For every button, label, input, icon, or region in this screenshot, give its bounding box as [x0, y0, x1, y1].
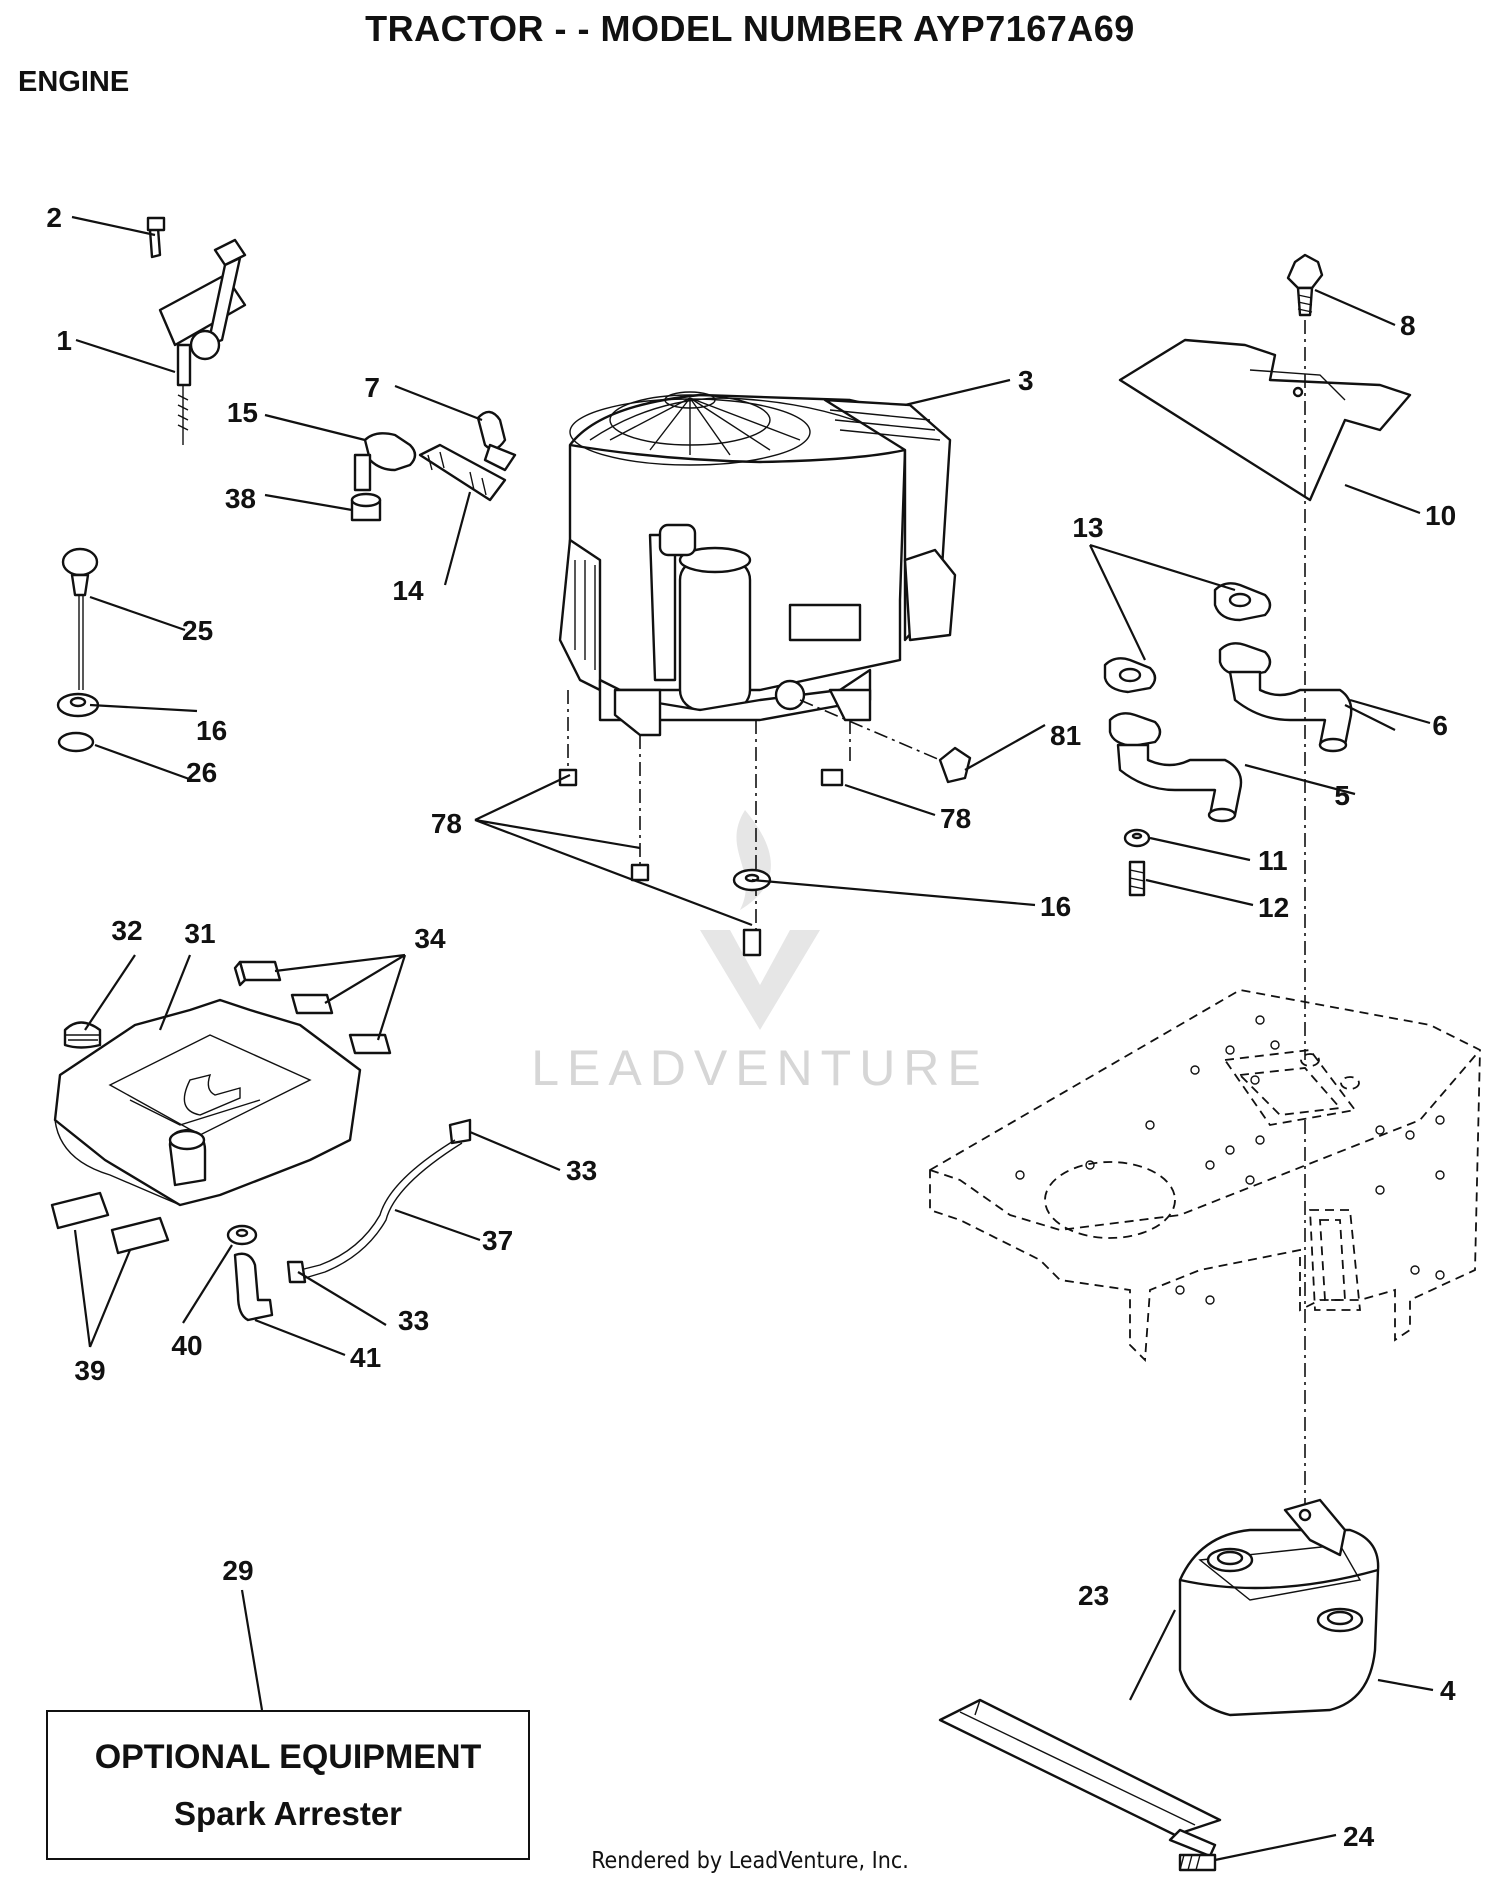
callout-23: 23	[1078, 1580, 1109, 1611]
callout-25: 25	[182, 615, 213, 646]
callout-38: 38	[225, 483, 256, 514]
heat-shield-part	[1118, 253, 1412, 502]
throttle-control-part	[146, 216, 247, 445]
muffler-guard-part	[938, 1698, 1222, 1872]
callout-40: 40	[171, 1330, 202, 1361]
muffler-part	[1178, 1498, 1380, 1717]
watermark: LEADVENTURE	[531, 810, 989, 1096]
callout-numbers: 2 1 3 4 5 6 7 8 10 11 12 13 14 15 16 16 …	[46, 202, 1456, 1852]
callout-15: 15	[227, 397, 258, 428]
callout-1: 1	[56, 325, 72, 356]
callout-33-upper: 33	[566, 1155, 597, 1186]
engine-part	[558, 391, 957, 737]
callout-31: 31	[184, 918, 215, 949]
chassis-frame-part	[929, 320, 1481, 1580]
callout-16-center: 16	[1040, 891, 1071, 922]
engine-mount-bolts-part	[558, 690, 972, 957]
callout-13: 13	[1072, 512, 1103, 543]
fuel-line-part	[226, 1118, 472, 1322]
optional-equipment-box: OPTIONAL EQUIPMENT Spark Arrester	[46, 1710, 530, 1860]
callout-78-right: 78	[940, 803, 971, 834]
callout-12: 12	[1258, 892, 1289, 923]
callout-24: 24	[1343, 1821, 1375, 1852]
callout-6: 6	[1432, 710, 1448, 741]
callout-4: 4	[1440, 1675, 1456, 1706]
leader-lines	[71, 215, 1434, 1862]
callout-3: 3	[1018, 365, 1034, 396]
callout-29: 29	[222, 1555, 253, 1586]
callout-39: 39	[74, 1355, 105, 1386]
exhaust-pipes-part	[1103, 582, 1353, 897]
fuel-tank-part	[53, 998, 362, 1207]
callout-8: 8	[1400, 310, 1416, 341]
callout-37: 37	[482, 1225, 513, 1256]
dipstick-part	[56, 547, 100, 753]
callout-32: 32	[111, 915, 142, 946]
callout-2: 2	[46, 202, 62, 233]
callout-5: 5	[1334, 780, 1350, 811]
callout-81: 81	[1050, 720, 1081, 751]
oil-drain-hose-part	[350, 410, 517, 522]
callout-11: 11	[1258, 845, 1288, 876]
optional-equipment-item: Spark Arrester	[173, 1795, 403, 1832]
page-title: TRACTOR - - MODEL NUMBER AYP7167A69	[365, 8, 1135, 49]
callout-10: 10	[1425, 500, 1456, 531]
callout-41: 41	[350, 1342, 381, 1373]
callout-7: 7	[364, 372, 380, 403]
callout-34: 34	[414, 923, 446, 954]
fuel-tank-pads-part	[50, 960, 392, 1255]
optional-equipment-heading: OPTIONAL EQUIPMENT	[94, 1738, 482, 1776]
callout-33-lower: 33	[398, 1305, 429, 1336]
callout-26: 26	[186, 757, 217, 788]
callout-78-left: 78	[431, 808, 462, 839]
section-title: ENGINE	[18, 66, 130, 98]
callout-16-left: 16	[196, 715, 227, 746]
footer-credit: Rendered by LeadVenture, Inc.	[591, 1848, 909, 1874]
callout-14: 14	[392, 575, 424, 606]
watermark-text: LEADVENTURE	[531, 1040, 989, 1096]
